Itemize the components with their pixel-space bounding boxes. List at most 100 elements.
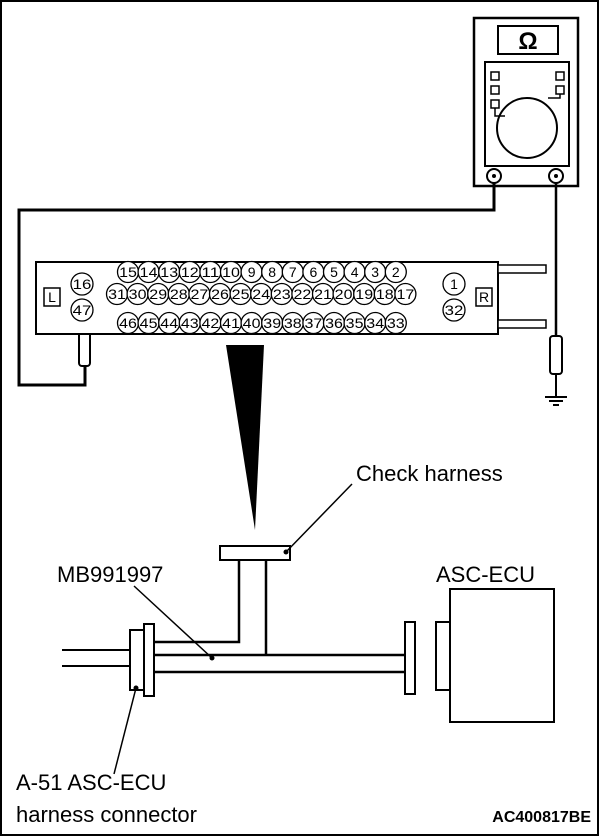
pin-6: 6 bbox=[302, 260, 325, 284]
pin-30: 30 bbox=[126, 282, 149, 306]
pin-37: 37 bbox=[302, 311, 325, 335]
pin-label: 16 bbox=[73, 276, 92, 292]
pin-label: 44 bbox=[160, 315, 178, 331]
probe-ground bbox=[545, 335, 567, 406]
pin-1: 1 bbox=[442, 272, 466, 296]
test-lead-left bbox=[17, 183, 496, 387]
pin-label: 34 bbox=[366, 315, 384, 331]
pin-label: 5 bbox=[330, 264, 338, 280]
pin-45: 45 bbox=[137, 311, 160, 335]
pin-label: 46 bbox=[119, 315, 137, 331]
pin-label: 4 bbox=[351, 264, 359, 280]
asc-ecu-unit bbox=[435, 588, 555, 723]
pin-label: 22 bbox=[294, 286, 312, 302]
pin-label: 39 bbox=[263, 315, 281, 331]
meter-dial bbox=[496, 97, 558, 159]
pin-31: 31 bbox=[105, 282, 129, 306]
label-asc-ecu: ASC-ECU bbox=[436, 562, 535, 587]
ohm-symbol: Ω bbox=[518, 28, 537, 55]
pin-47: 47 bbox=[70, 298, 94, 322]
pin-label: 20 bbox=[335, 286, 353, 302]
label-mb991997: MB991997 bbox=[57, 562, 163, 587]
connector-side-left: L bbox=[48, 289, 56, 305]
pin-8: 8 bbox=[261, 260, 284, 284]
pin-39: 39 bbox=[261, 311, 284, 335]
pin-label: 31 bbox=[108, 286, 126, 302]
pin-label: 27 bbox=[191, 286, 209, 302]
pin-4: 4 bbox=[343, 260, 366, 284]
pin-41: 41 bbox=[219, 311, 243, 335]
pin-20: 20 bbox=[332, 282, 355, 306]
pin-label: 41 bbox=[222, 315, 240, 331]
pin-label: 33 bbox=[387, 315, 405, 331]
pin-5: 5 bbox=[322, 260, 346, 284]
pin-label: 19 bbox=[355, 286, 373, 302]
connector-side-right: R bbox=[479, 289, 489, 305]
pin-label: 47 bbox=[73, 302, 92, 318]
pin-28: 28 bbox=[167, 282, 190, 306]
pin-43: 43 bbox=[178, 311, 201, 335]
pin-label: 15 bbox=[119, 264, 137, 280]
pin-18: 18 bbox=[373, 282, 396, 306]
pin-3: 3 bbox=[364, 260, 387, 284]
pin-13: 13 bbox=[158, 260, 181, 284]
pin-44: 44 bbox=[158, 311, 181, 335]
pin-label: 13 bbox=[160, 264, 178, 280]
pin-label: 18 bbox=[376, 286, 394, 302]
pin-40: 40 bbox=[240, 311, 263, 335]
figure-code: AC400817BE bbox=[492, 809, 591, 826]
pin-22: 22 bbox=[291, 282, 314, 306]
pin-2: 2 bbox=[384, 260, 407, 284]
pin-10: 10 bbox=[219, 260, 243, 284]
pin-36: 36 bbox=[322, 311, 346, 335]
pin-12: 12 bbox=[178, 260, 201, 284]
pin-label: 28 bbox=[170, 286, 188, 302]
pin-32: 32 bbox=[442, 298, 466, 322]
pin-label: 6 bbox=[310, 264, 318, 280]
pin-label: 30 bbox=[129, 286, 147, 302]
leader-check-harness bbox=[285, 483, 353, 553]
pin-label: 43 bbox=[181, 315, 199, 331]
label-harness-connector-line2: harness connector bbox=[16, 802, 197, 827]
pin-label: 3 bbox=[371, 264, 379, 280]
pin-label: 32 bbox=[445, 302, 464, 318]
pin-33: 33 bbox=[384, 311, 407, 335]
pin-label: 21 bbox=[314, 286, 332, 302]
leader-mb991997 bbox=[133, 585, 213, 659]
pin-label: 36 bbox=[325, 315, 343, 331]
pin-label: 29 bbox=[149, 286, 167, 302]
pin-17: 17 bbox=[394, 282, 417, 306]
pointer-triangle bbox=[226, 345, 264, 530]
pin-34: 34 bbox=[364, 311, 387, 335]
pin-42: 42 bbox=[199, 311, 222, 335]
pin-label: 35 bbox=[346, 315, 364, 331]
pin-label: 37 bbox=[305, 315, 323, 331]
pin-label: 38 bbox=[284, 315, 302, 331]
pin-label: 2 bbox=[392, 264, 400, 280]
pin-19: 19 bbox=[353, 282, 376, 306]
pin-label: 25 bbox=[232, 286, 250, 302]
pin-label: 7 bbox=[289, 264, 297, 280]
pin-23: 23 bbox=[270, 282, 293, 306]
pin-15: 15 bbox=[116, 260, 140, 284]
pin-24: 24 bbox=[250, 282, 273, 306]
pin-label: 8 bbox=[268, 264, 276, 280]
pin-label: 12 bbox=[181, 264, 199, 280]
pin-label: 10 bbox=[222, 264, 240, 280]
pin-label: 9 bbox=[248, 264, 256, 280]
pin-7: 7 bbox=[281, 260, 304, 284]
pin-label: 23 bbox=[273, 286, 291, 302]
pin-14: 14 bbox=[137, 260, 160, 284]
leader-harness-connector bbox=[113, 687, 137, 775]
pin-26: 26 bbox=[208, 282, 232, 306]
label-check-harness: Check harness bbox=[356, 461, 503, 486]
pin-35: 35 bbox=[343, 311, 366, 335]
pin-label: 17 bbox=[397, 286, 415, 302]
pin-27: 27 bbox=[188, 282, 211, 306]
pin-label: 11 bbox=[202, 264, 220, 280]
ohmmeter: Ω bbox=[472, 16, 580, 188]
